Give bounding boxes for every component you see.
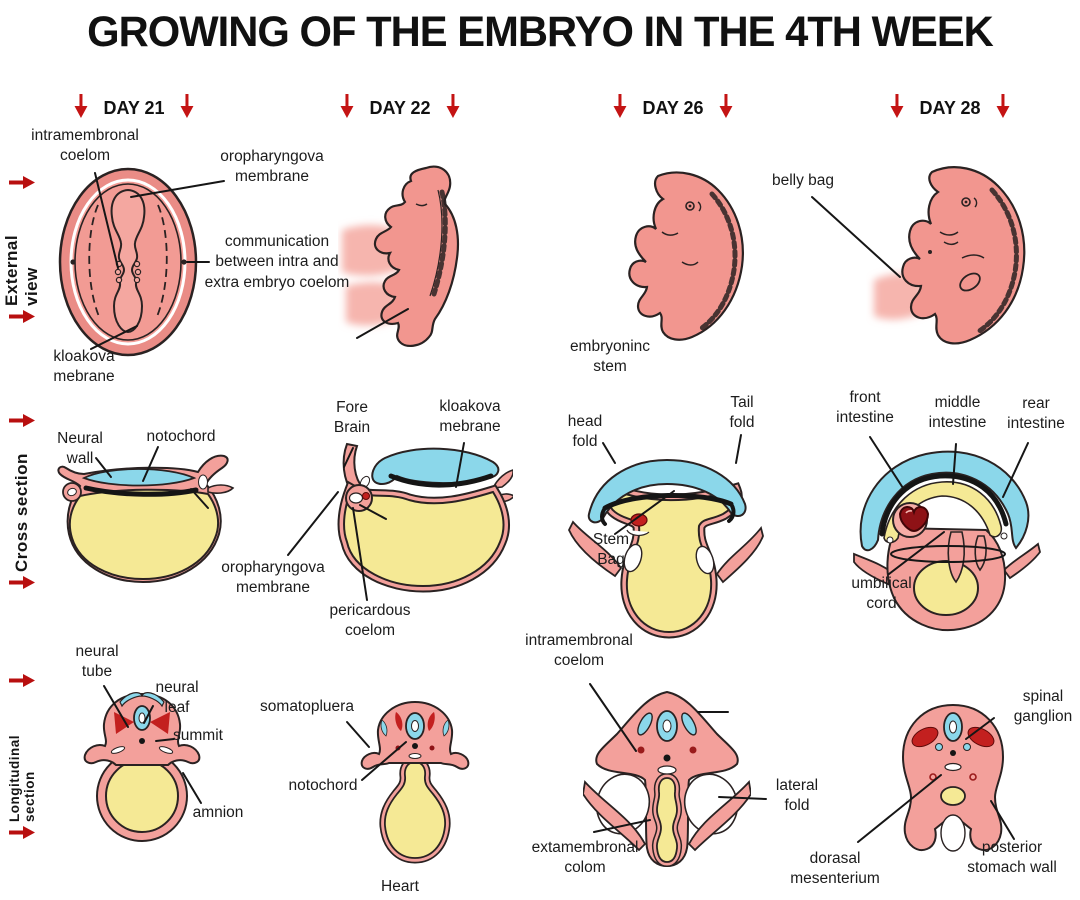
figure-external-day22 (338, 160, 478, 355)
right-arrow-icon (9, 414, 35, 432)
row-label: Cross section (12, 453, 31, 572)
label-stem-bag: Stem Bag (592, 531, 630, 569)
label-kloakova-mebrane-ext: kloakova mebrane (53, 348, 115, 386)
label-oropharyngova-membrane-ext: oropharyngova membrane (220, 148, 324, 186)
figure-external-day26 (596, 166, 748, 354)
label-dorasal-mesenterium: dorasal mesenterium (790, 850, 880, 888)
row-label: External view (2, 234, 41, 306)
figure-external-day21 (56, 167, 201, 357)
down-arrow-icon (996, 94, 1010, 123)
label-communication-coelom: communication between intra and extra em… (204, 233, 350, 291)
row-label: Longitudinal section (7, 735, 37, 822)
right-arrow-icon (9, 176, 35, 194)
label-tail-fold: Tail fold (729, 394, 755, 432)
figure-cross-day21 (46, 446, 236, 586)
label-umbilical-cord: umbilical cord (851, 575, 912, 613)
down-arrow-icon (613, 94, 627, 123)
label-extamembronal-colom: extamembronal colom (531, 839, 639, 877)
figure-cross-day28 (846, 436, 1044, 641)
label-front-intestine: front intestine (836, 389, 894, 427)
right-arrow-icon (9, 310, 35, 328)
label-intramembronal-coelom-ext: intramembronal coelom (31, 127, 139, 165)
down-arrow-icon (74, 94, 88, 123)
label-oropharyngova-membrane-cs22: oropharyngova membrane (221, 559, 325, 597)
right-arrow-icon (9, 826, 35, 844)
figure-longitudinal-day22 (360, 698, 475, 868)
row-header-external-view: External view (2, 176, 41, 328)
page-title: GROWING OF THE EMBRYO IN THE 4TH WEEK (87, 8, 994, 56)
label-pericardous-coelom: pericardous coelom (329, 602, 411, 640)
label-middle-intestine: middle intestine (928, 394, 987, 432)
label-posterior-stomach-wall: posterior stomach wall (967, 839, 1057, 877)
label-heart: Heart (381, 878, 419, 895)
label-head-fold: head fold (567, 413, 603, 451)
column-label: DAY 28 (919, 98, 981, 118)
down-arrow-icon (890, 94, 904, 123)
label-notochord-cs21: notochord (146, 428, 216, 445)
label-spinal-ganglion: spinal ganglion (1013, 688, 1073, 726)
column-label: DAY 21 (103, 98, 165, 118)
label-somatopluera: somatopluera (260, 698, 354, 715)
label-amnion: amnion (192, 804, 244, 821)
row-header-cross-section: Cross section (5, 414, 39, 594)
label-fore-brain: Fore Brain (333, 399, 371, 437)
label-neural-tube: neural tube (75, 643, 119, 681)
figure-external-day28 (866, 160, 1028, 358)
down-arrow-icon (180, 94, 194, 123)
column-label: DAY 22 (369, 98, 431, 118)
column-header-day22: DAY 22 (340, 94, 460, 123)
label-kloakova-mebrane-cs22: kloakova mebrane (439, 398, 501, 436)
right-arrow-icon (9, 576, 35, 594)
down-arrow-icon (446, 94, 460, 123)
label-summit: summit (173, 727, 223, 744)
label-rear-intestine: rear intestine (1007, 395, 1065, 433)
down-arrow-icon (719, 94, 733, 123)
label-belly-bag: belly bag (771, 172, 835, 189)
label-intramembronal-coelom-ls26: intramembronal coelom (525, 632, 633, 670)
row-header-longitudinal-section: Longitudinal section (5, 674, 39, 844)
right-arrow-icon (9, 674, 35, 692)
label-notochord-ls22: notochord (288, 777, 358, 794)
label-lateral-fold: lateral fold (775, 777, 819, 815)
label-neural-leaf: neural leaf (155, 679, 199, 717)
column-header-day26: DAY 26 (613, 94, 733, 123)
column-label: DAY 26 (642, 98, 704, 118)
down-arrow-icon (340, 94, 354, 123)
column-header-day21: DAY 21 (74, 94, 194, 123)
label-neural-wall: Neural wall (57, 430, 103, 468)
figure-longitudinal-day26 (583, 686, 751, 876)
label-embryonic-stem: embryoninc stem (569, 338, 651, 376)
column-header-day28: DAY 28 (890, 94, 1010, 123)
